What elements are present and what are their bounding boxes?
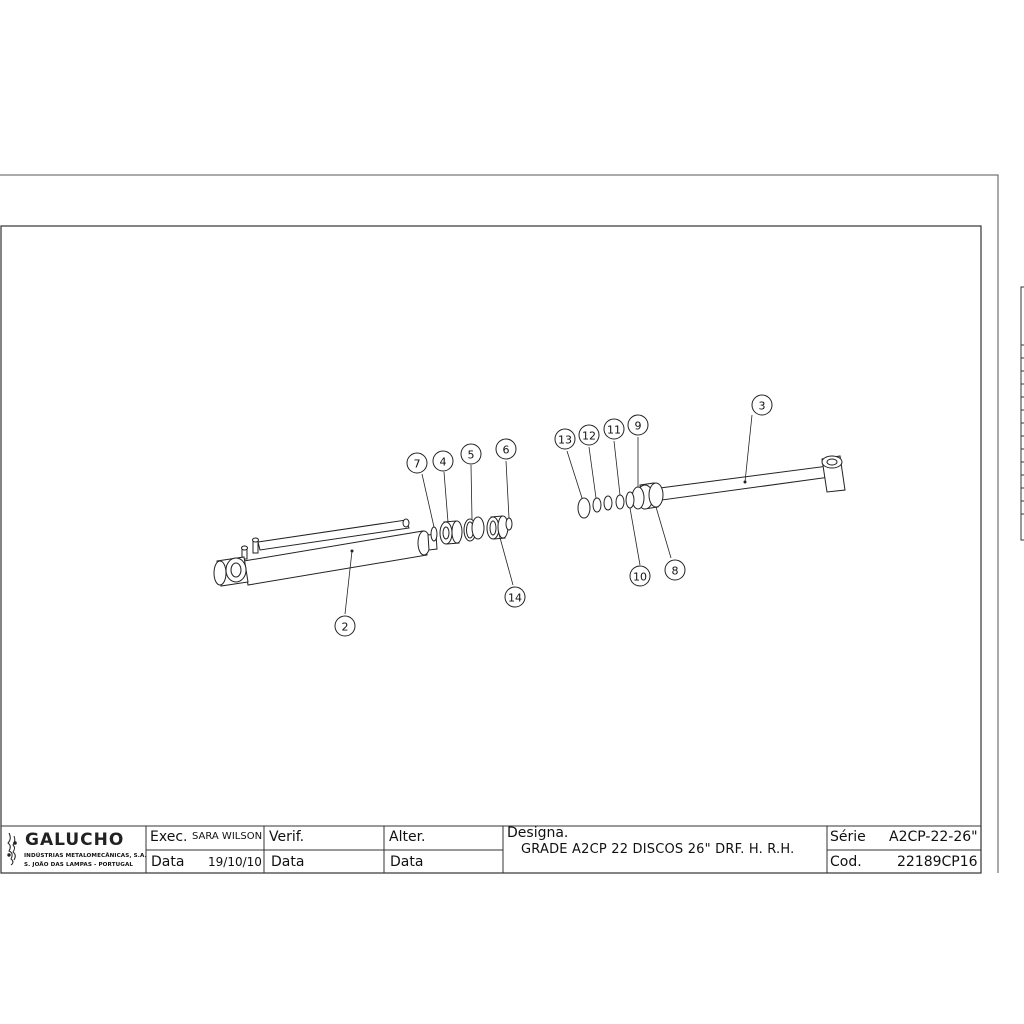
callout-bubble-14 (504, 586, 526, 608)
callout-4: 4 (440, 456, 447, 469)
part-5-seal (463, 516, 485, 542)
callout-bubble-11 (603, 418, 625, 440)
callout-13: 13 (558, 434, 572, 447)
designation-value: GRADE A2CP 22 DISCOS 26" DRF. H. R.H. (521, 842, 795, 857)
callout-5: 5 (468, 449, 475, 462)
leader-lines (344, 414, 753, 615)
callout-8: 8 (672, 565, 679, 578)
cod-label: Cod. (830, 854, 862, 870)
part-13-snap-ring (577, 497, 591, 519)
sheet-outer-border (0, 174, 999, 873)
part-11-nut (615, 494, 625, 510)
callout-2: 2 (342, 621, 349, 634)
exec-value: SARA WILSON (192, 831, 263, 842)
verif-date-label: Data (271, 854, 305, 870)
callout-3: 3 (759, 400, 766, 413)
company-name: GALUCHO (25, 830, 125, 850)
callout-bubble-8 (664, 559, 686, 581)
callout-bubble-9 (627, 414, 649, 436)
drawing-frame (0, 225, 982, 874)
part-2-cylinder-barrel (213, 518, 438, 587)
callout-bubble-6 (495, 438, 517, 460)
callout-10: 10 (633, 571, 647, 584)
callout-7: 7 (414, 458, 421, 471)
part-10-ring (625, 491, 635, 509)
callout-bubble-13 (554, 428, 576, 450)
alter-label: Alter. (389, 829, 426, 845)
company-line-2: S. JOÃO DAS LAMPAS - PORTUGAL (24, 862, 134, 868)
galucho-logo-icon (7, 832, 17, 866)
designation-label: Designa. (507, 825, 569, 841)
serie-value: A2CP-22-26" (889, 829, 978, 845)
exec-label: Exec. (150, 829, 188, 845)
part-14-bushing (486, 515, 509, 540)
callout-6: 6 (503, 444, 510, 457)
callout-bubble-3 (751, 394, 773, 416)
exec-date-value: 19/10/10 (208, 855, 262, 869)
callout-9: 9 (635, 420, 642, 433)
part-3-piston-rod (659, 455, 846, 501)
serie-label: Série (830, 829, 866, 845)
callout-bubble-2 (334, 615, 356, 637)
part-7-ring (430, 526, 438, 542)
company-line-1: INDÚSTRIAS METALOMECÂNICAS, S.A. (24, 853, 147, 859)
cod-value: 22189CP16 (897, 854, 978, 870)
callout-bubble-7 (406, 452, 428, 474)
callout-bubble-5 (460, 443, 482, 465)
callout-bubble-10 (629, 565, 651, 587)
part-12-washer (592, 495, 613, 513)
callout-14: 14 (508, 592, 522, 605)
callout-labels: 2 3 4 5 6 7 8 9 10 11 12 13 14 (342, 400, 766, 634)
callout-12: 12 (582, 430, 596, 443)
verif-label: Verif. (269, 829, 305, 845)
callout-bubble-4 (432, 450, 454, 472)
callout-bubbles (334, 394, 773, 637)
title-block-grid (1, 825, 981, 873)
alter-date-label: Data (390, 854, 424, 870)
callout-bubble-12 (578, 424, 600, 446)
side-table-fragment (1020, 286, 1024, 541)
callout-11: 11 (607, 424, 621, 437)
part-4-gland (439, 520, 463, 545)
part-6-clip (505, 517, 513, 531)
exec-date-label: Data (151, 854, 185, 870)
